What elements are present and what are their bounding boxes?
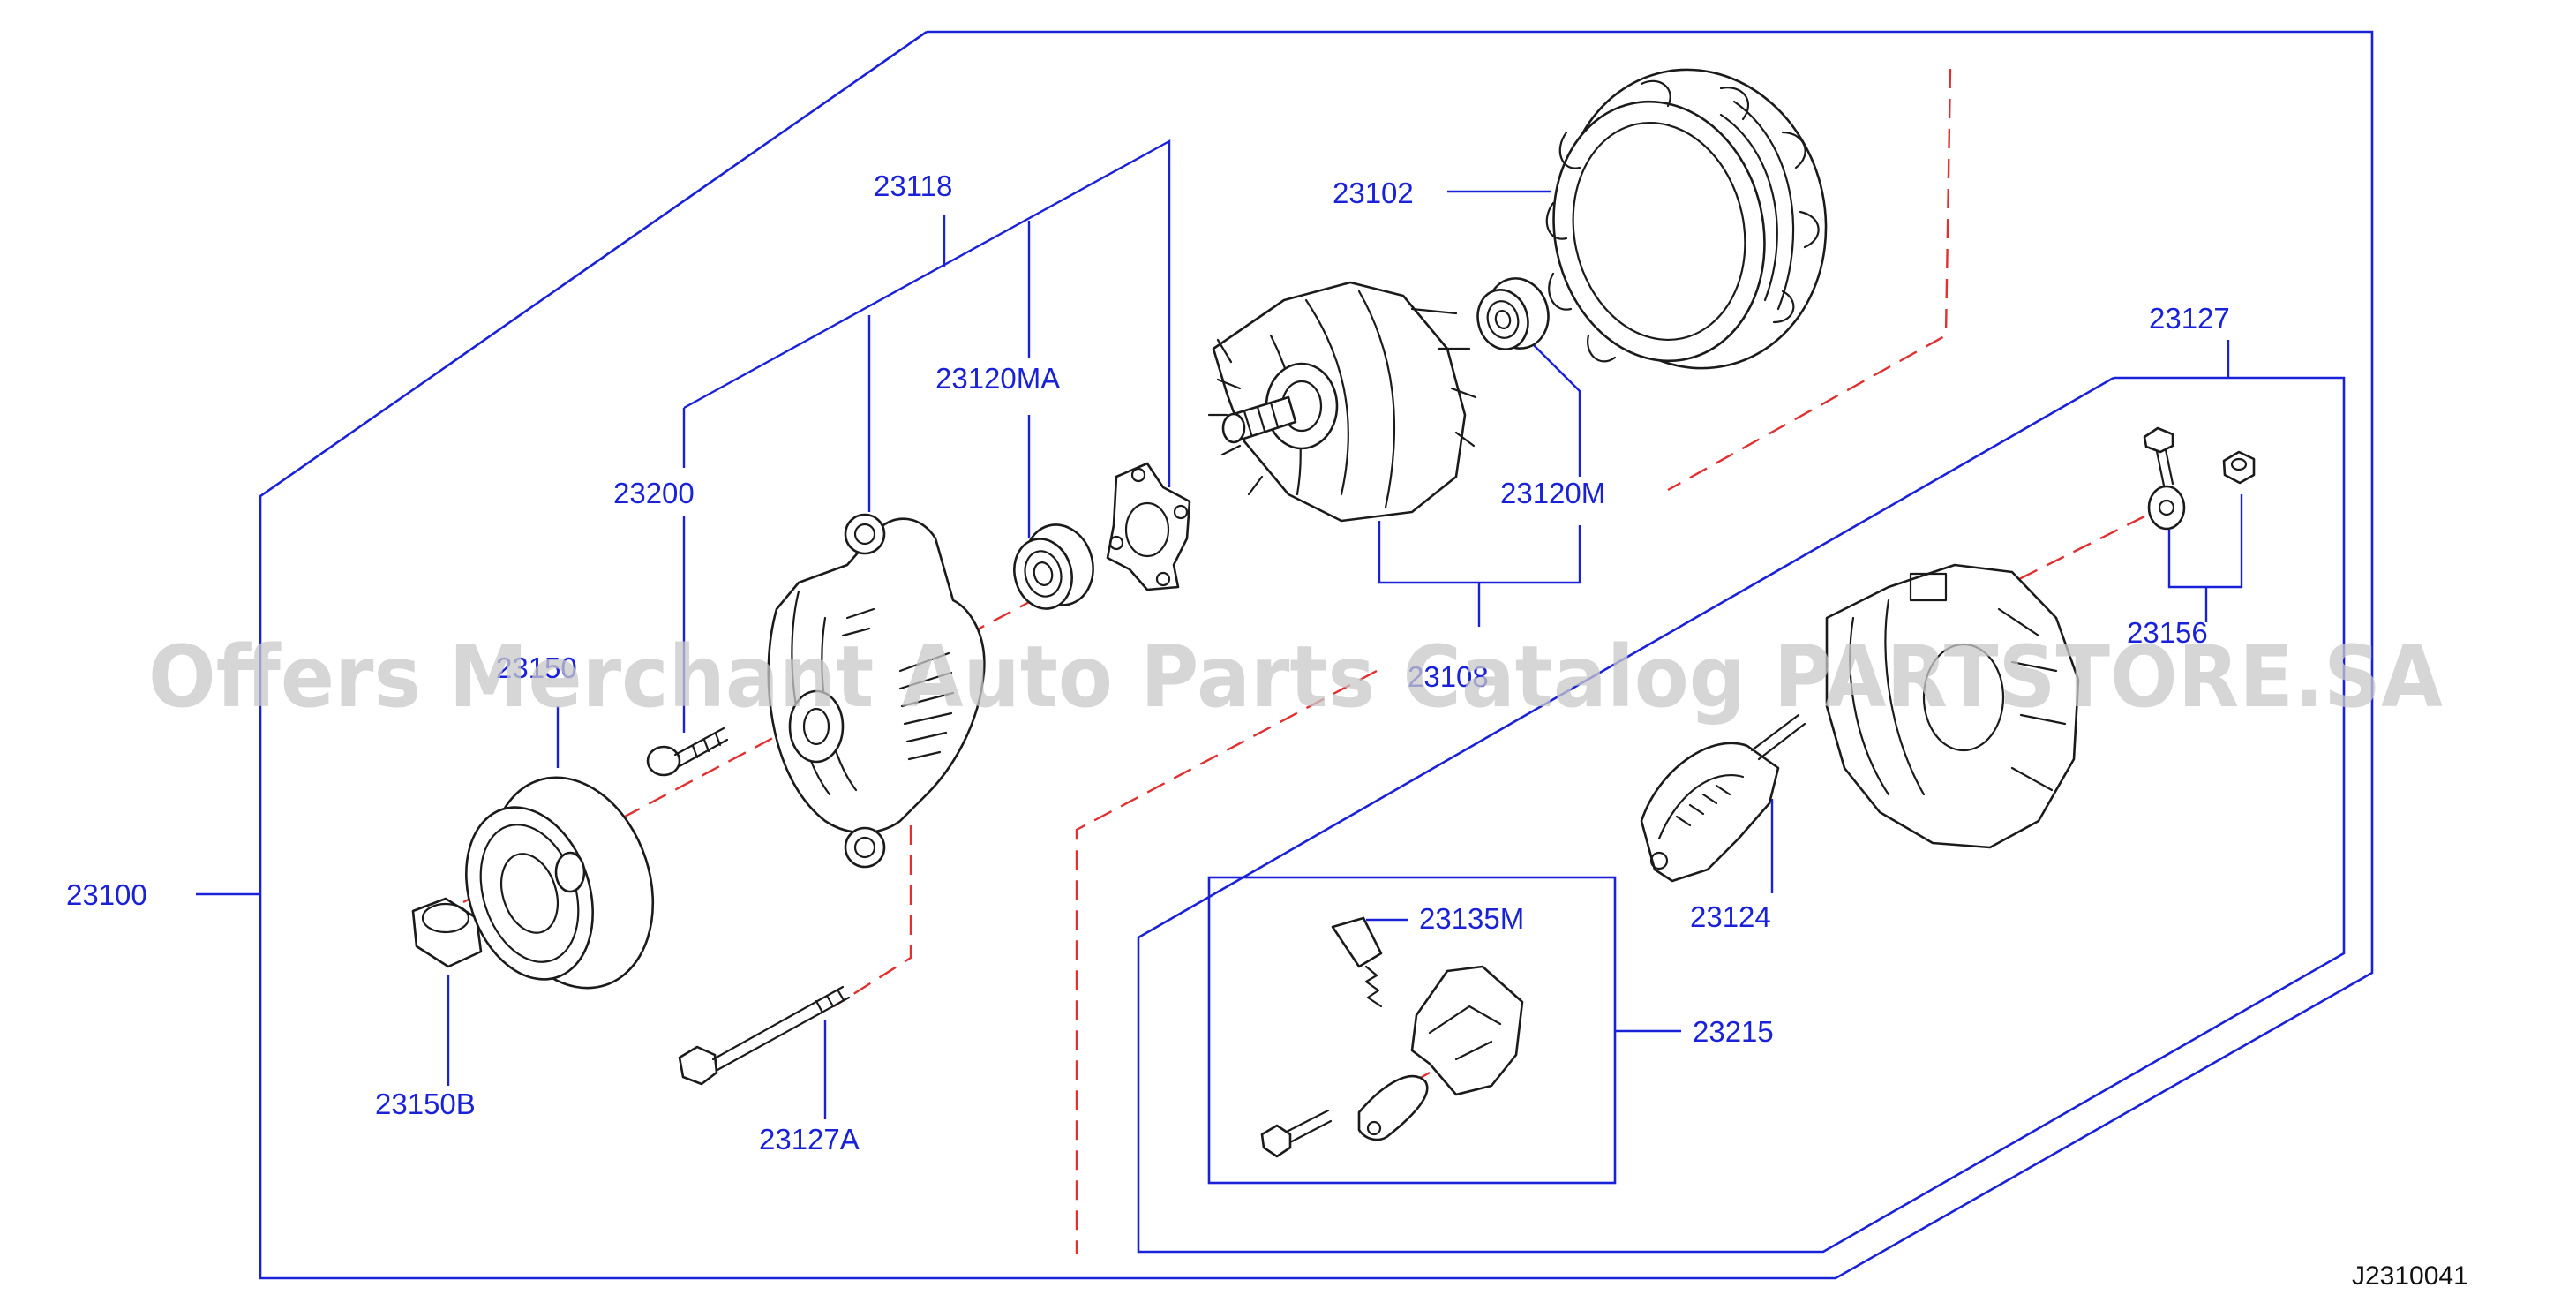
rear-housing-part xyxy=(1825,563,2080,849)
callout-23150B[interactable]: 23150B xyxy=(375,1088,476,1120)
brush-holder-part xyxy=(1260,916,1524,1158)
callout-23127[interactable]: 23127 xyxy=(2149,302,2230,335)
leader-23120M xyxy=(1530,342,1581,477)
callout-23118[interactable]: 23118 xyxy=(874,169,952,202)
callout-23120MA[interactable]: 23120MA xyxy=(935,362,1060,395)
pulley-nut-part xyxy=(411,897,483,968)
housing-axis-line xyxy=(1075,669,1378,1254)
terminal-part xyxy=(2143,426,2256,531)
regulator-part xyxy=(1640,713,1806,883)
stator-part xyxy=(1545,68,1828,370)
leader-lines xyxy=(196,139,2243,1119)
retainer-plate-part xyxy=(1106,462,1191,591)
callout-23150[interactable]: 23150 xyxy=(496,651,577,684)
callout-23120M[interactable]: 23120M xyxy=(1500,477,1605,509)
leader-23118 xyxy=(683,139,1171,487)
leader-23108 xyxy=(1378,521,1581,584)
pulley-part xyxy=(465,776,655,990)
front-housing-part xyxy=(767,513,986,869)
rear-bearing-part xyxy=(1476,277,1550,350)
callout-23100[interactable]: 23100 xyxy=(66,878,147,911)
rotor-part xyxy=(1207,281,1477,523)
front-bearing-part xyxy=(1013,523,1094,610)
callout-23102[interactable]: 23102 xyxy=(1333,177,1414,209)
throughbolt-axis-line xyxy=(833,825,912,1008)
watermark-text: Offers Merchant Auto Parts Catalog PARTS… xyxy=(148,628,2443,727)
callout-labels: 23100 23118 23102 23120MA 23200 23120M 2… xyxy=(66,169,2468,1291)
front-bolt-part xyxy=(646,727,729,777)
callout-23200[interactable]: 23200 xyxy=(613,477,695,509)
outer-assembly-frame xyxy=(259,30,2374,1280)
callout-23127A[interactable]: 23127A xyxy=(759,1123,860,1156)
callout-23108[interactable]: 23108 xyxy=(1408,660,1489,693)
through-bolt-part xyxy=(678,985,851,1086)
callout-23124[interactable]: 23124 xyxy=(1690,900,1771,933)
callout-23135M[interactable]: 23135M xyxy=(1419,902,1524,935)
callout-23215[interactable]: 23215 xyxy=(1693,1015,1774,1048)
diagram-id: J2310041 xyxy=(2352,1261,2468,1291)
callout-23156[interactable]: 23156 xyxy=(2127,616,2208,649)
rear-housing-frame xyxy=(1137,376,2346,1254)
